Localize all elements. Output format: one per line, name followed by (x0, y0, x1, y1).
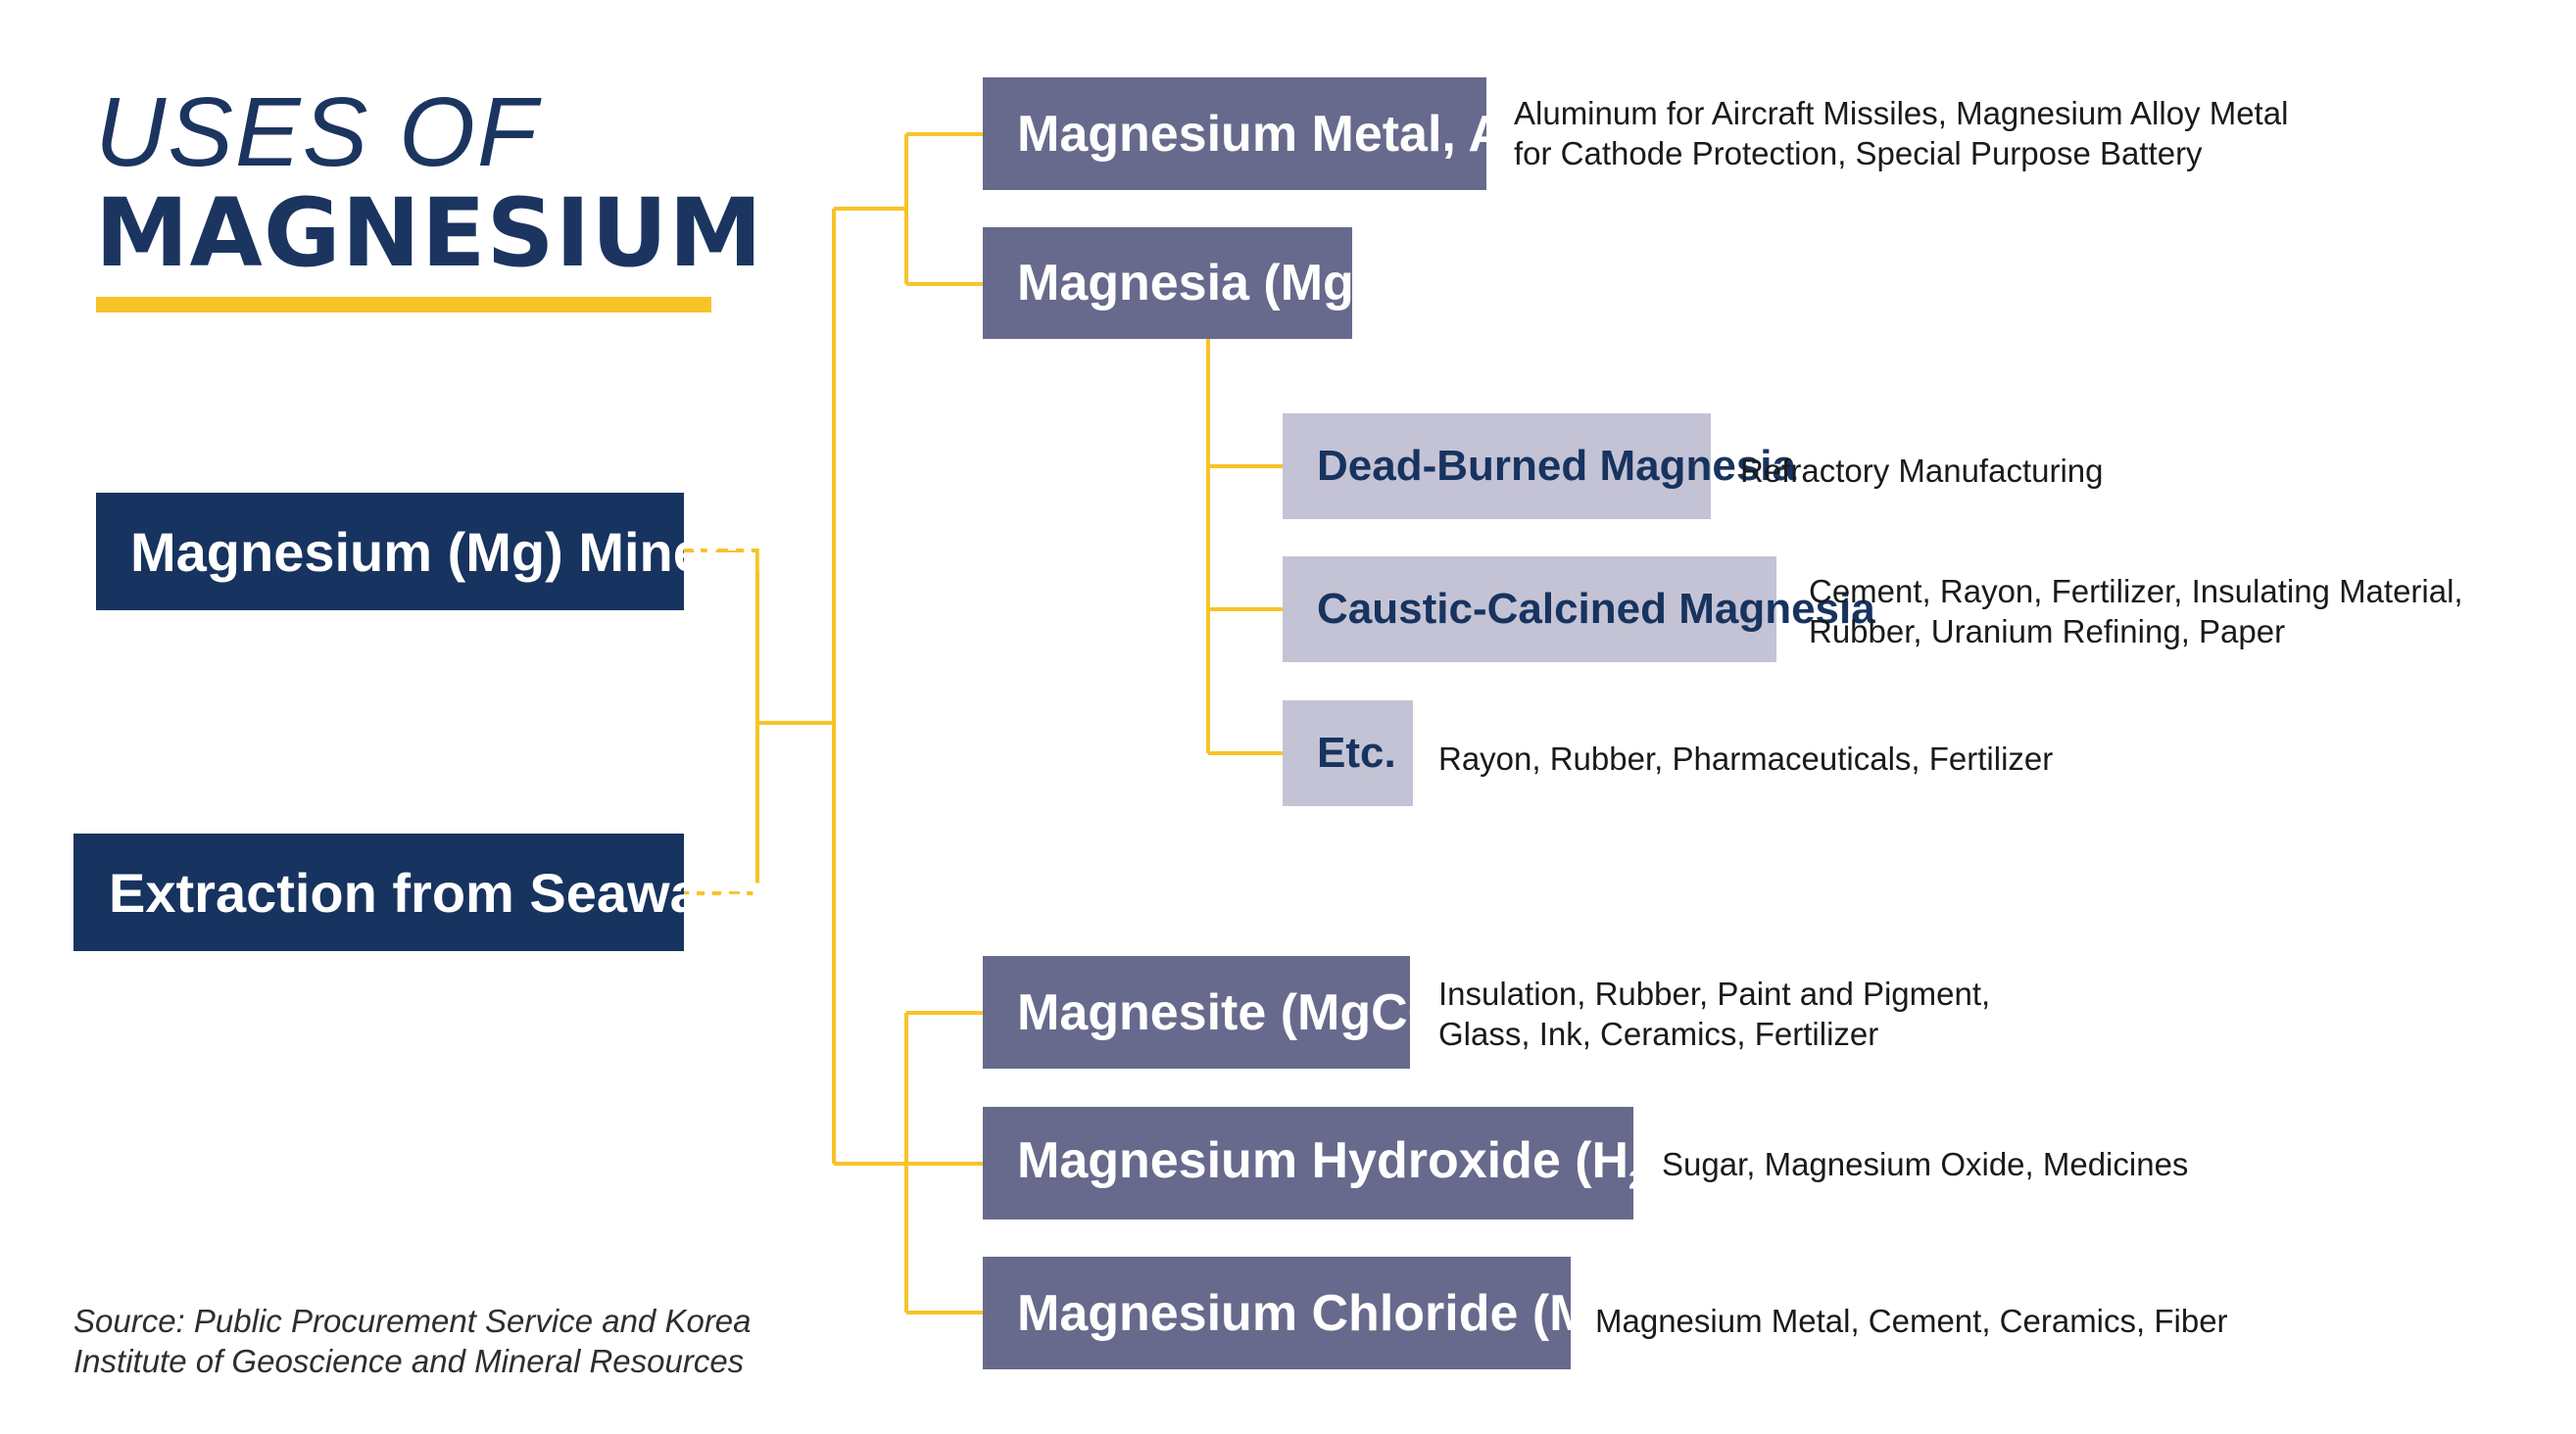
caustic-calcined-box: Caustic-Calcined Magnesia (1283, 556, 1875, 662)
title-underline (96, 297, 711, 312)
dead-burned-label: Dead-Burned Magnesia (1317, 442, 1796, 490)
chloride-uses: Magnesium Metal, Cement, Ceramics, Fiber (1595, 1301, 2228, 1341)
source-mineral-label: Magnesium (Mg) Mineral (130, 520, 771, 583)
source-seawater-box: Extraction from Seawater (73, 834, 770, 951)
hydroxide-label-sub-1: 2 (1628, 1165, 1643, 1195)
chloride-label: Magnesium Chloride (MgCl2) (1017, 1284, 1705, 1343)
hydroxide-label-mid: MgO (1642, 1131, 1757, 1189)
hydroxide-label-sub-2: 2 (1756, 1165, 1771, 1195)
etc-uses-line-1: Rayon, Rubber, Pharmaceuticals, Fertiliz… (1438, 741, 2054, 777)
dead-burned-box: Dead-Burned Magnesia (1283, 413, 1796, 519)
caustic-calcined-uses-line-1: Cement, Rayon, Fertilizer, Insulating Ma… (1809, 573, 2463, 609)
caustic-calcined-label: Caustic-Calcined Magnesia (1317, 585, 1875, 633)
source-mineral-box: Magnesium (Mg) Mineral (96, 493, 770, 610)
metal-alloy-box: Magnesium Metal, Alloy (983, 77, 1593, 190)
magnesite-uses: Insulation, Rubber, Paint and Pigment, G… (1438, 974, 1990, 1054)
chloride-box: Magnesium Chloride (MgCl2) (983, 1257, 1705, 1369)
magnesite-uses-line-1: Insulation, Rubber, Paint and Pigment, (1438, 976, 1991, 1012)
hydroxide-label: Magnesium Hydroxide (H2MgO2) (1017, 1131, 1787, 1195)
magnesite-label-sup: 3 (1447, 987, 1462, 1018)
chloride-label-sup: 2 (1674, 1288, 1688, 1318)
hydroxide-label-end: ) (1770, 1131, 1787, 1189)
hydroxide-box: Magnesium Hydroxide (H2MgO2) (983, 1107, 1787, 1219)
metal-alloy-uses: Aluminum for Aircraft Missiles, Magnesiu… (1514, 93, 2288, 173)
source-note: Source: Public Procurement Service and K… (73, 1301, 752, 1381)
chloride-label-end: ) (1687, 1284, 1706, 1342)
connector-sources (684, 549, 759, 895)
source-note-line-2: Institute of Geoscience and Mineral Reso… (73, 1343, 745, 1379)
etc-uses: Rayon, Rubber, Pharmaceuticals, Fertiliz… (1438, 739, 2053, 779)
source-note-line-1: Source: Public Procurement Service and K… (73, 1303, 752, 1339)
etc-box: Etc. (1283, 700, 1413, 806)
source-seawater-label: Extraction from Seawater (109, 861, 771, 924)
dead-burned-uses: Refractory Manufacturing (1740, 451, 2104, 491)
etc-label: Etc. (1317, 729, 1396, 777)
hydroxide-label-main: Magnesium Hydroxide (H (1017, 1131, 1629, 1189)
magnesite-label: Magnesite (MgCO3) (1017, 983, 1479, 1042)
title-line-1: USES OF (95, 77, 539, 187)
hydroxide-uses-line-1: Sugar, Magnesium Oxide, Medicines (1662, 1146, 2189, 1182)
dead-burned-uses-line-1: Refractory Manufacturing (1740, 453, 2104, 489)
title-line-2: MAGNESIUM (95, 178, 763, 288)
metal-alloy-label: Magnesium Metal, Alloy (1017, 105, 1593, 163)
magnesite-uses-line-2: Glass, Ink, Ceramics, Fertilizer (1438, 1016, 1879, 1052)
magnesia-label: Magnesia (MgO) (1017, 255, 1411, 311)
metal-alloy-uses-line-2: for Cathode Protection, Special Purpose … (1514, 135, 2203, 171)
magnesite-box: Magnesite (MgCO3) (983, 956, 1479, 1069)
caustic-calcined-uses: Cement, Rayon, Fertilizer, Insulating Ma… (1809, 571, 2463, 651)
magnesia-box: Magnesia (MgO) (983, 227, 1411, 339)
chloride-uses-line-1: Magnesium Metal, Cement, Ceramics, Fiber (1595, 1303, 2228, 1339)
chloride-label-main: Magnesium Chloride (MgCl (1017, 1284, 1675, 1342)
caustic-calcined-uses-line-2: Rubber, Uranium Refining, Paper (1809, 613, 2286, 649)
hydroxide-uses: Sugar, Magnesium Oxide, Medicines (1662, 1144, 2188, 1184)
magnesite-label-end: ) (1461, 983, 1479, 1041)
metal-alloy-uses-line-1: Aluminum for Aircraft Missiles, Magnesiu… (1514, 95, 2289, 131)
magnesite-label-main: Magnesite (MgCO (1017, 983, 1448, 1041)
